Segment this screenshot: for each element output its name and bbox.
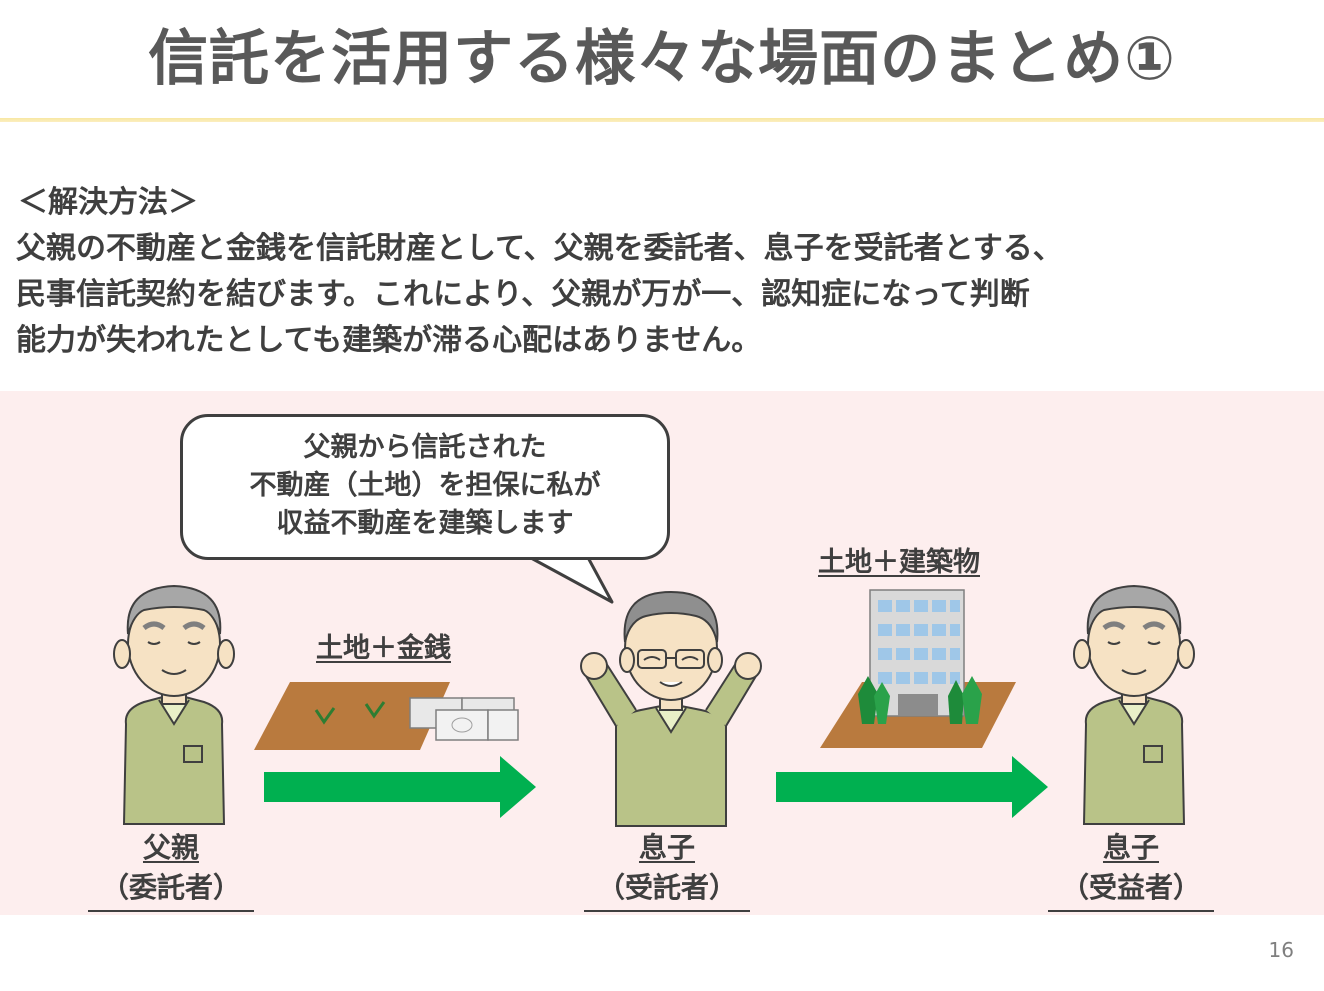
transfer-label-land-money: 土地＋金銭 — [316, 633, 451, 664]
father-illustration — [113, 584, 235, 825]
person-name: 父親 — [142, 831, 199, 864]
son-trustee-illustration — [580, 590, 762, 827]
speech-line-1: 父親から信託された — [303, 432, 547, 463]
solution-line-2: 民事信託契約を結びます。これにより、父親が万が一、認知症になって判断 — [16, 277, 1030, 312]
transfer-label-land-building: 土地＋建築物 — [818, 547, 980, 578]
solution-line-1: 父親の不動産と金銭を信託財産として、父親を委託者、息子を受託者とする、 — [16, 231, 1063, 266]
page-title: 信託を活用する様々な場面のまとめ① — [148, 24, 1176, 94]
solution-text: ＜解決方法＞ 父親の不動産と金銭を信託財産として、父親を委託者、息子を受託者とす… — [16, 180, 1316, 364]
speech-bubble: 父親から信託された 不動産（土地）を担保に私が 収益不動産を建築します — [180, 414, 670, 560]
person-role: （受益者） — [1048, 868, 1214, 912]
solution-line-3: 能力が失われたとしても建築が滞る心配はありません。 — [16, 323, 762, 358]
page-number: 16 — [1268, 938, 1294, 962]
son-beneficiary-illustration — [1073, 584, 1195, 825]
transfer-arrow-1 — [264, 756, 536, 818]
title-underline — [0, 118, 1324, 122]
transfer-arrow-2 — [776, 756, 1048, 818]
land-building-illustration — [820, 589, 1016, 748]
person-name: 息子 — [638, 831, 695, 864]
land-money-illustration — [254, 682, 519, 750]
speech-line-3: 収益不動産を建築します — [276, 508, 574, 539]
father-label: 父親 （委託者） — [88, 828, 254, 912]
person-name: 息子 — [1102, 831, 1159, 864]
trustee-label: 息子 （受託者） — [584, 828, 750, 912]
person-role: （委託者） — [88, 868, 254, 912]
cash-bundles-icon — [409, 697, 519, 741]
solution-heading: ＜解決方法＞ — [18, 185, 198, 220]
person-role: （受託者） — [584, 868, 750, 912]
beneficiary-label: 息子 （受益者） — [1048, 828, 1214, 912]
speech-line-2: 不動産（土地）を担保に私が — [249, 470, 601, 501]
